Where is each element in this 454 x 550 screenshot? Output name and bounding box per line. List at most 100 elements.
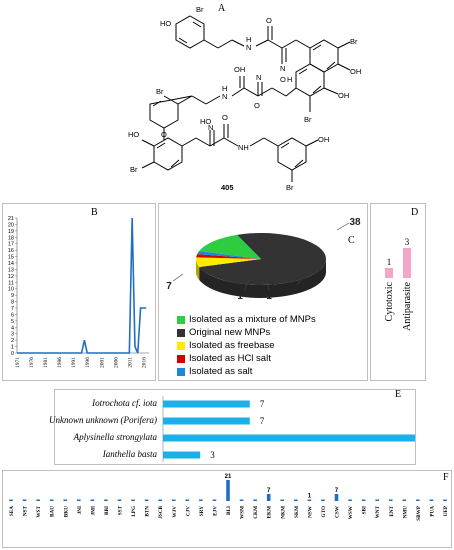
y-tick-label: 9 bbox=[11, 293, 14, 299]
atom-oh: OH bbox=[318, 135, 329, 144]
category-label: Antiparasite bbox=[402, 281, 413, 330]
bar bbox=[334, 494, 339, 501]
bar bbox=[90, 499, 95, 501]
atom-br: Br bbox=[286, 183, 294, 192]
bar bbox=[239, 499, 244, 501]
y-tick-label: 3 bbox=[11, 332, 14, 338]
bar-value-label: 3 bbox=[210, 450, 215, 460]
category-label: LPG bbox=[131, 506, 137, 517]
bar bbox=[226, 480, 230, 501]
atom-n: N bbox=[222, 92, 227, 101]
atom-ho: HO bbox=[128, 130, 139, 139]
legend-entry: Isolated as HCl salt bbox=[177, 353, 271, 364]
y-tick-label: 15 bbox=[8, 255, 14, 261]
x-tick-label: 2001 bbox=[99, 357, 105, 368]
atom-h: H bbox=[222, 84, 227, 93]
y-tick-label: 13 bbox=[8, 267, 14, 273]
x-tick-label: 1971 bbox=[15, 357, 21, 368]
bar bbox=[9, 499, 13, 501]
atom-h: H bbox=[287, 75, 292, 84]
bar-value-label: 7 bbox=[260, 399, 265, 409]
leader-line bbox=[266, 280, 270, 292]
category-label: EJV bbox=[212, 506, 218, 516]
bar bbox=[429, 499, 434, 501]
bar bbox=[22, 499, 27, 501]
category-label: WST bbox=[36, 505, 42, 517]
atom-ho: HO bbox=[200, 117, 211, 126]
leader-line bbox=[296, 279, 302, 286]
bar bbox=[104, 499, 108, 501]
x-tick-label: 1991 bbox=[71, 357, 77, 368]
bar-value-label: 1 bbox=[308, 494, 312, 500]
x-tick-label: 1986 bbox=[57, 357, 63, 368]
category-label: WJV bbox=[172, 506, 178, 518]
category-label: Ianthella basta bbox=[102, 449, 157, 459]
bar bbox=[443, 499, 447, 501]
atom-oh: OH bbox=[350, 67, 361, 76]
atom-o: O bbox=[161, 130, 167, 139]
y-tick-label: 8 bbox=[11, 300, 14, 306]
bar bbox=[163, 400, 250, 408]
x-tick-label: 1996 bbox=[85, 357, 91, 368]
atom-n: N bbox=[208, 123, 213, 132]
pie-slice bbox=[199, 233, 326, 285]
panel-b-label: B bbox=[91, 207, 98, 218]
atom-oh: OH bbox=[234, 65, 245, 74]
legend-label: Isolated as a mixture of MNPs bbox=[189, 314, 316, 325]
category-label: SBWP bbox=[416, 505, 422, 521]
bar bbox=[416, 499, 420, 501]
bar-value-label: 7 bbox=[267, 488, 271, 494]
y-tick-label: 6 bbox=[11, 312, 14, 318]
y-tick-label: 4 bbox=[11, 325, 14, 331]
y-tick-label: 19 bbox=[8, 229, 14, 235]
category-label: BKU bbox=[63, 506, 69, 517]
category-label: Aplysinella strongylata bbox=[73, 432, 157, 442]
bar bbox=[294, 499, 298, 501]
category-label: EKM bbox=[267, 506, 273, 518]
x-tick-label: 2016 bbox=[141, 357, 147, 368]
atom-n: N bbox=[280, 64, 285, 73]
category-label: Iotrochota cf. iota bbox=[92, 398, 157, 408]
category-label: JSCB bbox=[158, 505, 164, 518]
category-label: SEA bbox=[9, 506, 15, 516]
legend-entry: Original new MNPs bbox=[177, 327, 270, 338]
panel-f-label: F bbox=[443, 472, 449, 483]
chemical-structure: Br HO H N O N O H Br OH OH Br OH N O H N… bbox=[128, 5, 361, 192]
x-tick-label: 2006 bbox=[113, 357, 119, 368]
bar bbox=[158, 499, 162, 501]
bar bbox=[280, 499, 285, 501]
atom-o: O bbox=[254, 101, 260, 110]
pie-slice bbox=[196, 257, 261, 268]
x-tick-label: 1981 bbox=[43, 357, 49, 368]
category-label: Cytotoxic bbox=[384, 281, 395, 321]
pie-data-label: 1 bbox=[266, 291, 272, 302]
bar bbox=[171, 499, 176, 501]
y-tick-label: 1 bbox=[11, 345, 14, 351]
bar-value-label: 21 bbox=[225, 474, 232, 480]
leader-line bbox=[172, 273, 184, 282]
pie-data-label: 3 bbox=[296, 284, 302, 295]
leader-line bbox=[336, 222, 350, 231]
atom-ho: HO bbox=[160, 19, 171, 28]
category-label: SRY bbox=[199, 506, 205, 516]
category-label: GTO bbox=[321, 506, 327, 517]
bar bbox=[117, 499, 122, 501]
bar bbox=[163, 434, 415, 442]
pie-data-label: 1 bbox=[237, 291, 243, 302]
legend-swatch bbox=[177, 315, 185, 324]
category-label: BTN bbox=[145, 506, 151, 517]
atom-br: Br bbox=[304, 115, 312, 124]
bar-value-label: 7 bbox=[335, 488, 339, 494]
bar bbox=[348, 499, 352, 501]
category-label: SBI bbox=[362, 506, 368, 514]
pie-slice bbox=[196, 254, 261, 259]
atom-n: N bbox=[256, 73, 261, 82]
bar bbox=[402, 499, 407, 501]
bar bbox=[163, 417, 250, 425]
y-tick-label: 10 bbox=[8, 287, 14, 293]
